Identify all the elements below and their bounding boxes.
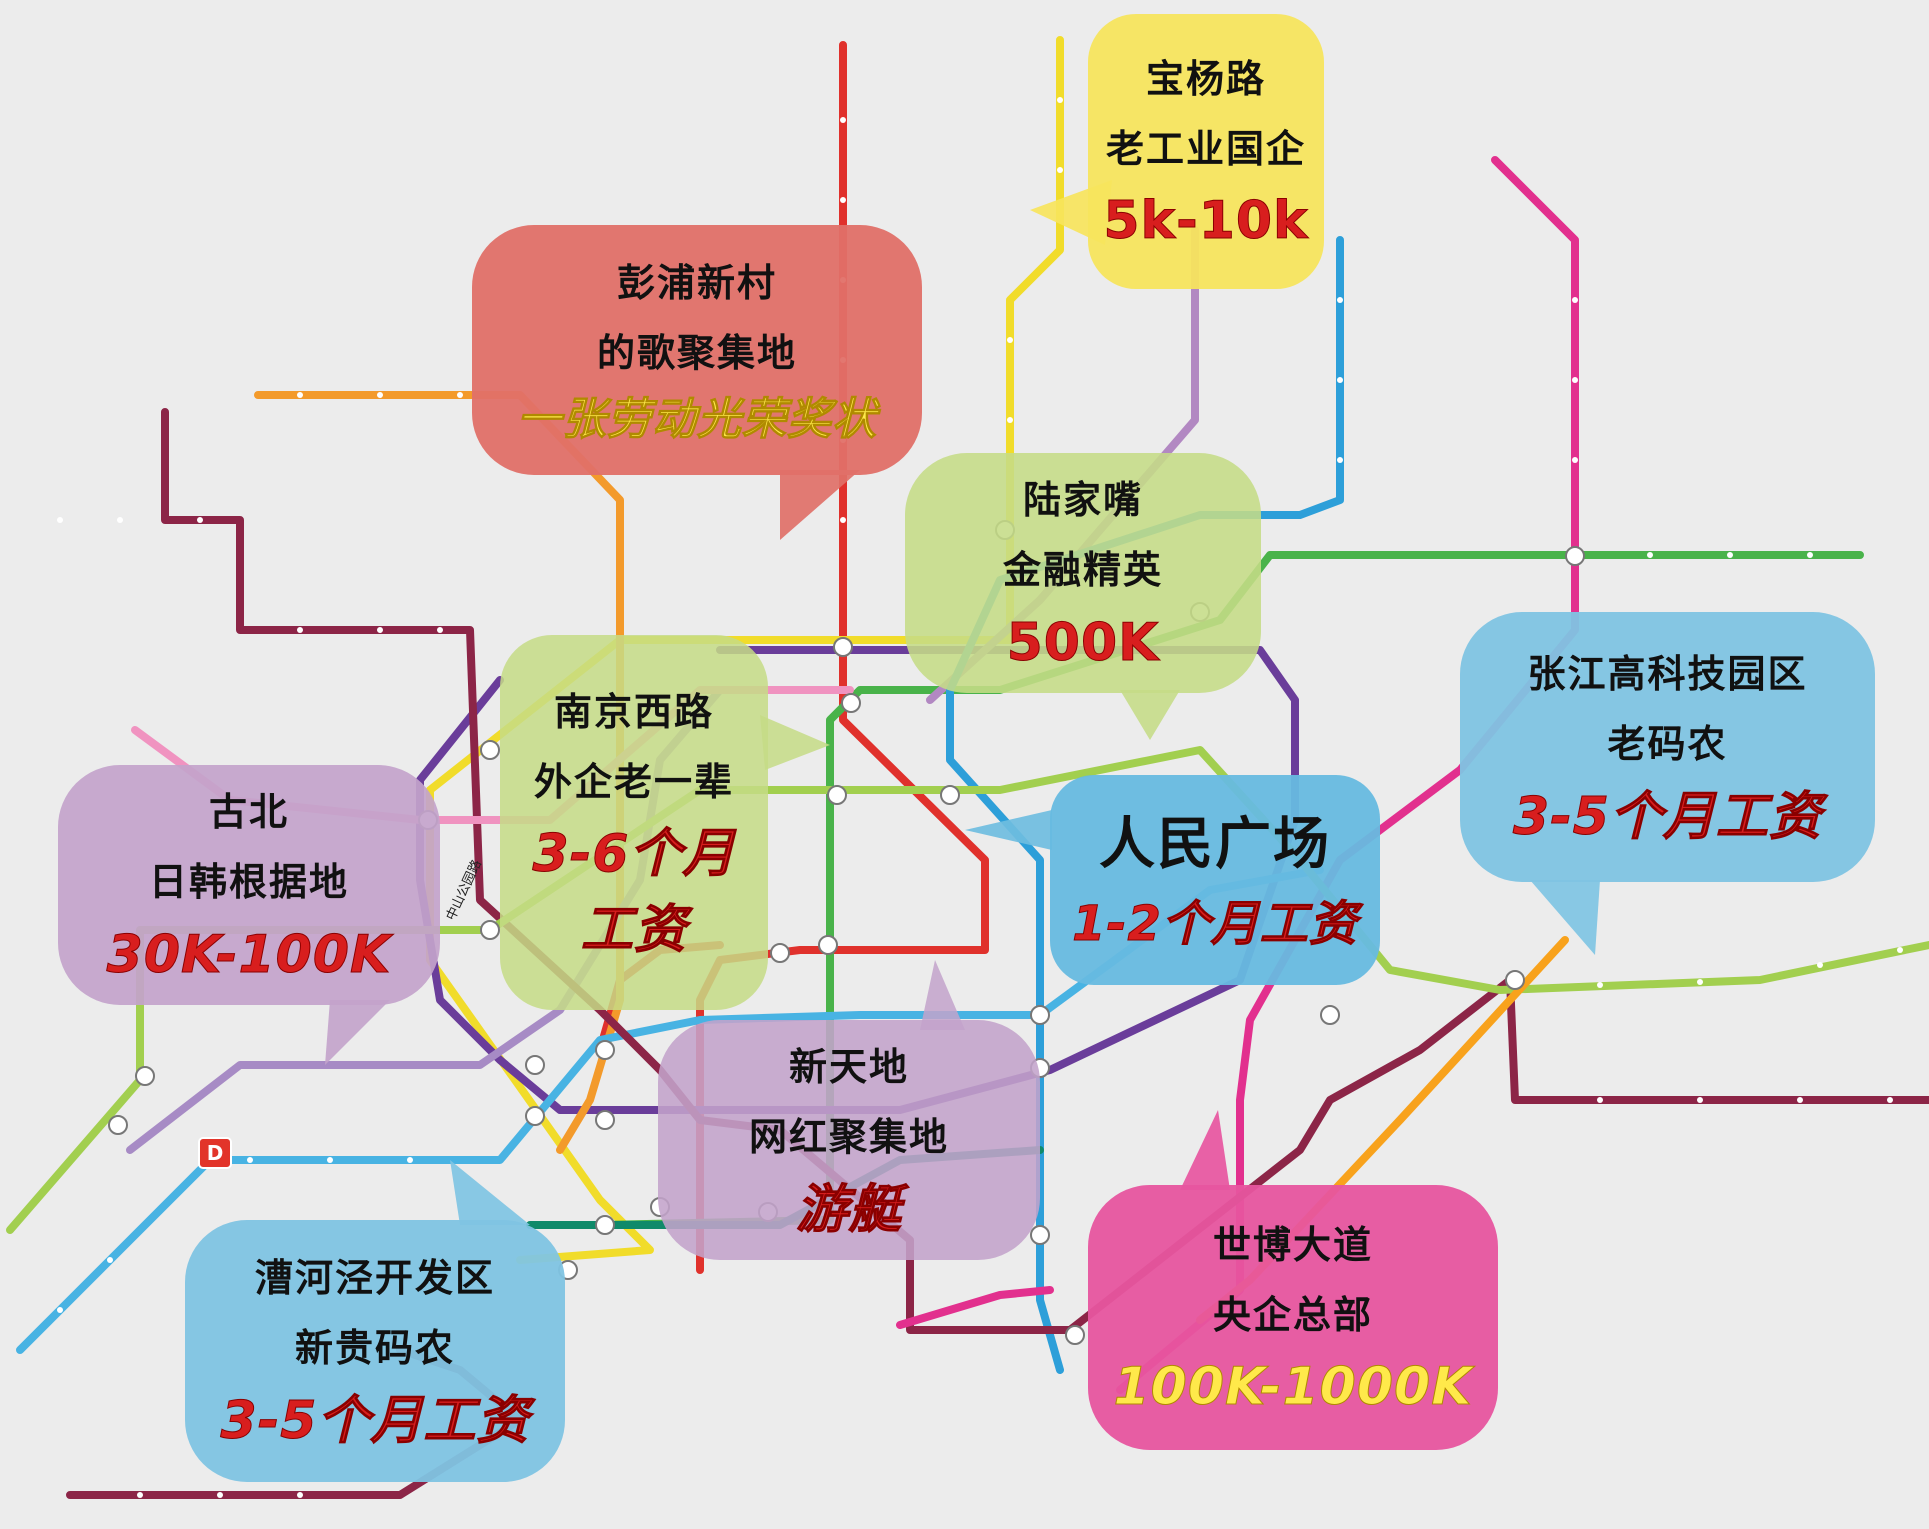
salary-text-2: 工资 <box>580 899 687 960</box>
tail-xintiandi <box>920 960 965 1030</box>
salary-text: 3-5个月工资 <box>1513 786 1822 847</box>
salary-text: 500K <box>1006 612 1160 673</box>
station-desc: 的歌聚集地 <box>596 331 797 376</box>
tail-gubei <box>325 1000 390 1065</box>
station-desc: 老工业国企 <box>1105 126 1306 171</box>
station-name: 宝杨路 <box>1145 56 1266 101</box>
station-desc: 网红聚集地 <box>748 1115 949 1160</box>
salary-text: 一张劳动光荣奖状 <box>517 394 877 446</box>
station-name: 漕河泾开发区 <box>254 1256 495 1300</box>
tail-renmin <box>965 810 1052 850</box>
station-desc: 外企老一辈 <box>533 760 734 805</box>
station-desc: 央企总部 <box>1212 1292 1373 1337</box>
salary-text: 1-2个月工资 <box>1072 896 1358 953</box>
station-dots <box>57 97 1903 1498</box>
station-name: 彭浦新村 <box>616 260 777 305</box>
station-name: 古北 <box>208 790 289 834</box>
station-name: 人民广场 <box>1099 812 1331 878</box>
station-name: 张江高科技园区 <box>1527 652 1808 696</box>
bubble-baoyang: 宝杨路 老工业国企 5k-10k <box>1088 14 1324 289</box>
bubble-lujiazui: 陆家嘴 金融精英 500K <box>905 453 1261 693</box>
line-lower-pink <box>896 1286 1054 1329</box>
station-desc: 日韩根据地 <box>148 860 349 905</box>
station-name: 陆家嘴 <box>1022 478 1143 522</box>
tail-nanjing <box>760 715 830 770</box>
salary-text: 30K-100K <box>106 924 392 985</box>
salary-text: 3-6个月 <box>532 824 736 885</box>
bubble-shibo: 世博大道 央企总部 100K-1000K <box>1088 1185 1498 1450</box>
tail-pengpu <box>780 470 860 540</box>
tail-zhangjiang <box>1530 880 1600 955</box>
station-desc: 金融精英 <box>1002 548 1163 593</box>
tail-caohejing <box>450 1160 530 1225</box>
salary-text: 5k-10k <box>1103 191 1309 252</box>
bubble-caohejing: 漕河泾开发区 新贵码农 3-5个月工资 <box>185 1220 565 1482</box>
salary-text: 3-5个月工资 <box>220 1390 530 1451</box>
station-desc: 老码农 <box>1607 722 1728 767</box>
bubble-xintiandi: 新天地 网红聚集地 游艇 <box>658 1020 1040 1260</box>
bubble-renmin: 人民广场 1-2个月工资 <box>1050 775 1380 985</box>
station-desc: 新贵码农 <box>294 1326 455 1371</box>
station-name: 新天地 <box>788 1045 909 1089</box>
station-name: 南京西路 <box>553 689 714 734</box>
bubble-zhangjiang: 张江高科技园区 老码农 3-5个月工资 <box>1460 612 1875 882</box>
station-name: 世博大道 <box>1212 1222 1373 1267</box>
bubble-pengpu: 彭浦新村 的歌聚集地 一张劳动光荣奖状 <box>472 225 922 475</box>
tail-shibo <box>1180 1110 1230 1190</box>
bubble-gubei: 古北 日韩根据地 30K-100K <box>58 765 440 1005</box>
salary-text: 游艇 <box>795 1179 902 1240</box>
d-station-badge: D <box>198 1137 232 1169</box>
salary-text: 100K-1000K <box>1113 1357 1473 1418</box>
tail-lujiazui <box>1120 690 1180 740</box>
bubble-nanjing: 南京西路 外企老一辈 3-6个月 工资 <box>500 635 768 1010</box>
